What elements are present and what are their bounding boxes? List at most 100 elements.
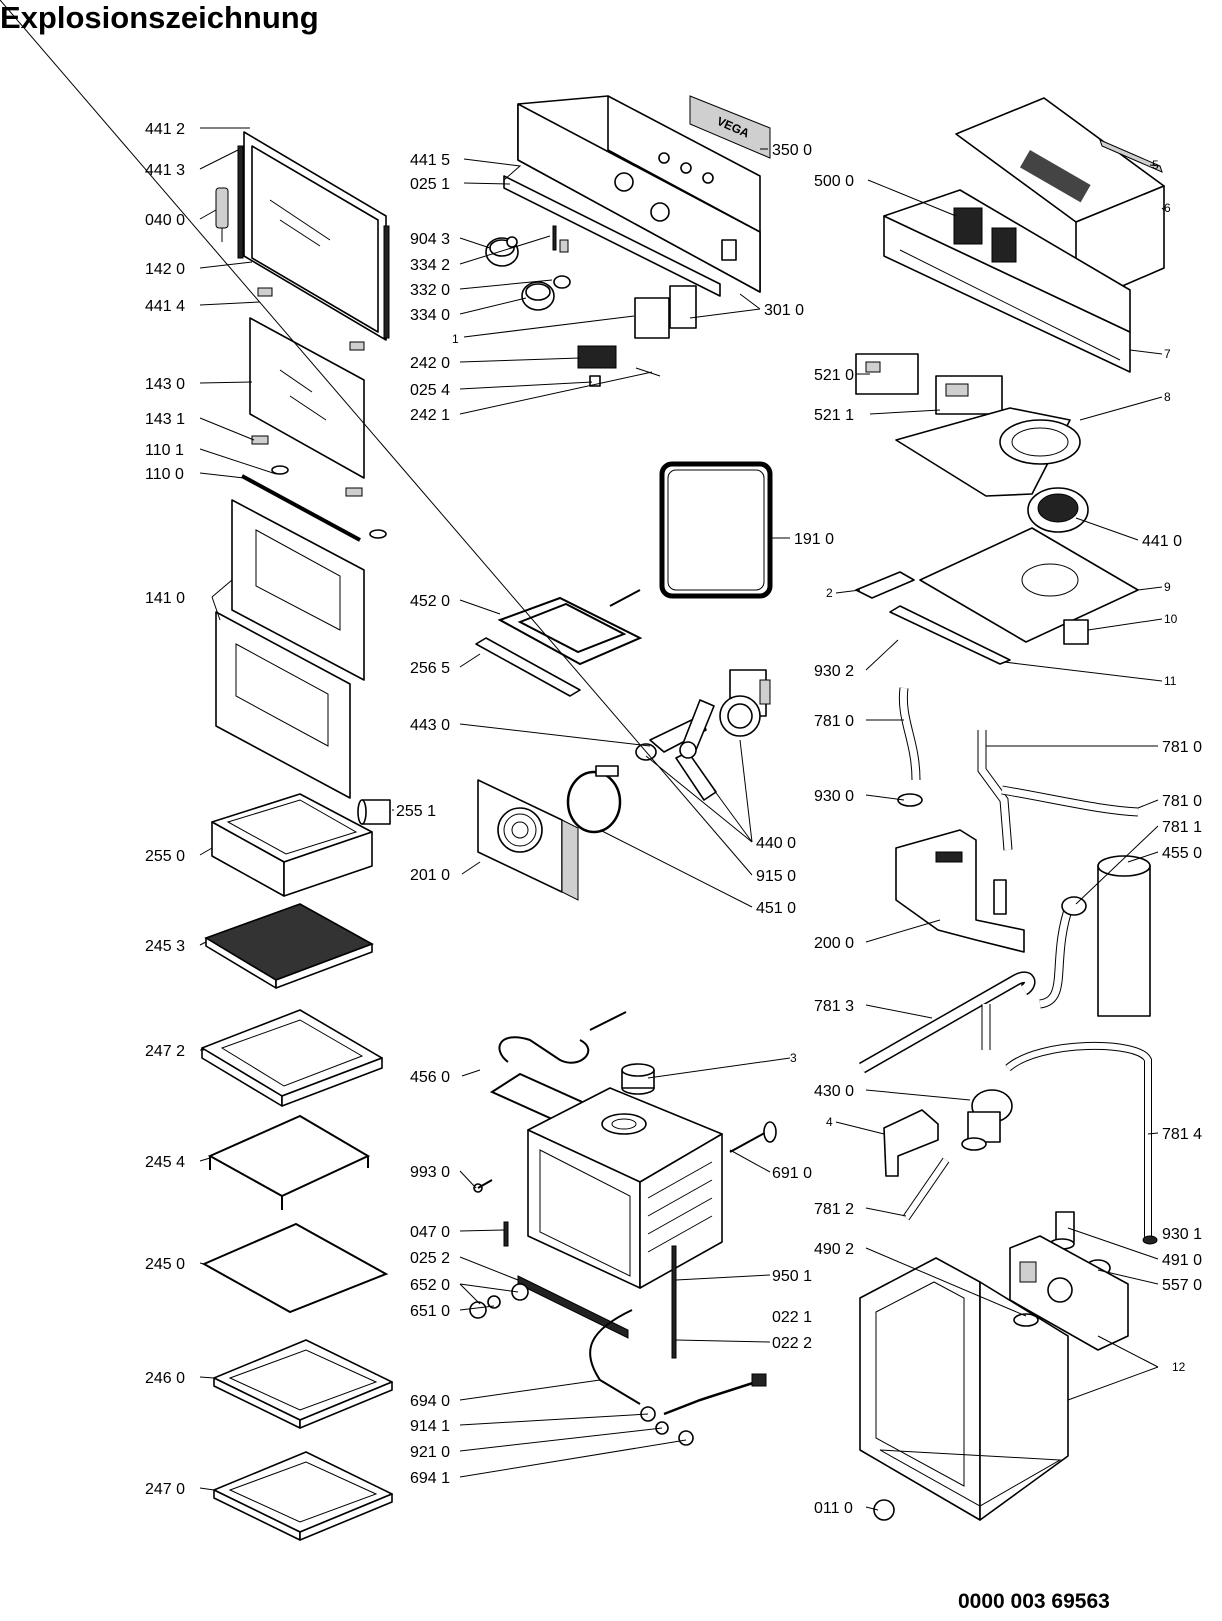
part-label: 915 0	[756, 868, 796, 885]
part-label: 143 0	[145, 376, 185, 393]
part-label: 142 0	[145, 261, 185, 278]
part-label: 430 0	[814, 1083, 854, 1100]
control-panel-part	[517, 95, 761, 293]
baking-tray-part	[201, 1009, 383, 1107]
part-label: 191 0	[794, 531, 834, 548]
outer-door-part	[215, 499, 365, 799]
part-label: 245 0	[145, 1256, 185, 1273]
roasting-pan-part	[213, 1339, 393, 1429]
part-label: 256 5	[410, 660, 450, 677]
part-label: 334 0	[410, 307, 450, 324]
part-label: 6	[1164, 201, 1171, 215]
part-label: 047 0	[410, 1224, 450, 1241]
fan-blade-part	[635, 699, 717, 801]
oven-shelf-part	[201, 1222, 389, 1314]
part-label: 455 0	[1162, 845, 1202, 862]
part-label: 025 4	[410, 382, 450, 399]
hoses-part	[897, 687, 1139, 851]
part-label: 781 0	[1162, 793, 1202, 810]
part-label: 242 1	[410, 407, 450, 424]
cooling-fan-part	[1027, 487, 1089, 533]
part-label: 521 0	[814, 367, 854, 384]
part-label: 440 0	[756, 835, 796, 852]
part-label: 011 0	[814, 1500, 853, 1517]
part-label: 651 0	[410, 1303, 450, 1320]
page-title: Explosionszeichnung	[0, 0, 319, 35]
grill-rack-part	[204, 903, 374, 989]
part-label: 11	[1164, 674, 1177, 688]
part-label: 8	[1164, 390, 1171, 404]
part-label: 7	[1164, 347, 1171, 361]
leader-lines	[0, 0, 1165, 1511]
part-label: 10	[1164, 612, 1178, 626]
switch-module-part	[577, 285, 697, 387]
part-label: 255 1	[396, 803, 436, 820]
part-label: 930 0	[814, 788, 854, 805]
part-label: 781 4	[1162, 1126, 1202, 1143]
control-electronics-part	[883, 189, 1131, 373]
part-label: 452 0	[410, 593, 450, 610]
door-hinge-part	[215, 187, 229, 242]
steam-generator-part	[1038, 855, 1151, 1017]
part-label: 1	[452, 332, 459, 346]
chassis-part	[859, 1257, 1069, 1521]
lamp-housing-part	[621, 1063, 655, 1095]
part-label: 441 5	[410, 152, 450, 169]
part-label: 500 0	[814, 173, 854, 190]
part-label: 245 3	[145, 938, 185, 955]
part-label: 914 1	[410, 1418, 450, 1435]
part-label: 3	[790, 1051, 797, 1065]
sensor-probe-part	[473, 1121, 777, 1247]
part-label: 441 0	[1142, 533, 1182, 550]
part-label: 350 0	[772, 142, 812, 159]
part-label: 691 0	[772, 1165, 812, 1182]
part-label: 441 3	[145, 162, 185, 179]
part-label: 242 0	[410, 355, 450, 372]
part-label: 246 0	[145, 1370, 185, 1387]
part-label: 490 2	[814, 1241, 854, 1258]
tray-support-part	[357, 799, 391, 825]
document-number: 0000 003 69563	[958, 1590, 1110, 1613]
part-label: 143 1	[145, 411, 185, 428]
water-tank-part	[895, 829, 1025, 953]
cable-part	[589, 1245, 767, 1446]
part-label: 025 1	[410, 176, 450, 193]
door-frame-part	[237, 131, 390, 341]
fan-motor-part	[719, 669, 771, 737]
part-label: 993 0	[410, 1164, 450, 1181]
part-label: 200 0	[814, 935, 854, 952]
part-label: 022 2	[772, 1335, 812, 1352]
part-label: 441 2	[145, 121, 185, 138]
part-label: 2	[826, 586, 833, 600]
enamel-tray-part	[213, 1451, 393, 1541]
part-label: 110 0	[145, 466, 184, 483]
control-knobs-part	[485, 225, 571, 311]
control-boards-part	[855, 353, 1003, 415]
oven-cavity-part	[527, 1087, 723, 1289]
part-label: 334 2	[410, 257, 450, 274]
part-label: 245 4	[145, 1154, 185, 1171]
part-label: 443 0	[410, 717, 450, 734]
part-label: 521 1	[814, 407, 854, 424]
part-label: 040 0	[145, 212, 185, 229]
part-label: 950 1	[772, 1268, 812, 1285]
part-label: 456 0	[410, 1069, 450, 1086]
top-cover-part	[955, 97, 1165, 307]
part-label: 255 0	[145, 848, 185, 865]
logo-strip-part: VEGA	[689, 95, 771, 159]
drain-hose-part	[859, 971, 1152, 1240]
part-label: 652 0	[410, 1277, 450, 1294]
part-label: 247 2	[145, 1043, 185, 1060]
top-heater-part	[475, 589, 643, 697]
part-label: 781 0	[814, 713, 854, 730]
part-label: 781 1	[1162, 819, 1202, 836]
part-label: 694 0	[410, 1393, 450, 1410]
circular-heater-part	[566, 765, 622, 834]
bottom-trim-part	[469, 1275, 629, 1339]
part-label: 441 4	[145, 298, 185, 315]
part-label: 4	[826, 1115, 833, 1129]
part-label: 247 0	[145, 1481, 185, 1498]
part-label: 781 0	[1162, 739, 1202, 756]
part-label: 451 0	[756, 900, 796, 917]
